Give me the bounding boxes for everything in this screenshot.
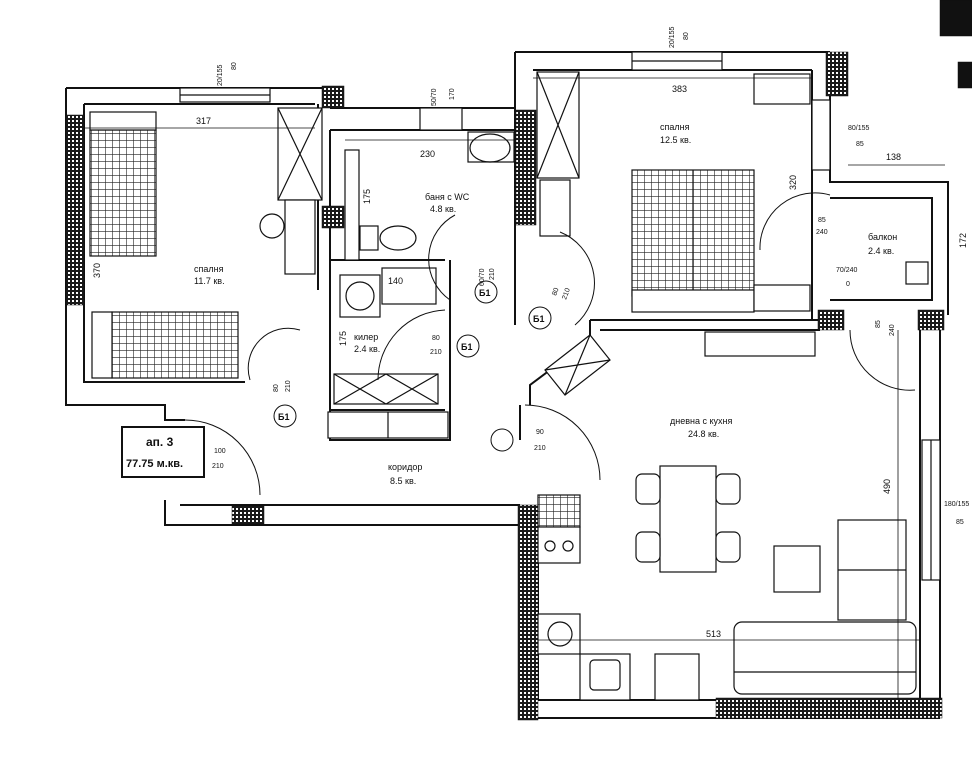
win-bed-left-b: 80: [231, 62, 238, 70]
door-bal-win-b: 0: [846, 281, 850, 288]
dim-490: 490: [882, 479, 892, 494]
win-bath-b: 170: [449, 88, 456, 100]
apartment-badge: ап. 3 77.75 м.кв.: [121, 426, 205, 478]
door-bal-side-a: 85: [875, 320, 882, 328]
bedroom-right-area: 12.5 кв.: [660, 135, 691, 145]
win-bed-right: 20/155: [669, 26, 676, 48]
closet-name: килер: [354, 332, 378, 342]
door-bal-b: 240: [816, 229, 828, 236]
door-entry-a: 100: [214, 448, 226, 455]
living-area: 24.8 кв.: [688, 429, 719, 439]
dim-175-bath: 175: [362, 189, 372, 204]
door-bath-b: 210: [489, 268, 496, 280]
door-bal-side-b: 240: [889, 324, 896, 336]
living-name: дневна с кухня: [670, 416, 732, 426]
win-liv-right: 180/155: [944, 501, 969, 508]
door-tags: [273, 280, 552, 452]
dim-383: 383: [672, 84, 687, 94]
door-living-b: 210: [534, 445, 546, 452]
tag-b1-bed-right: Б1: [533, 314, 544, 324]
apartment-area: 77.75 м.кв.: [126, 458, 183, 470]
win-bed-left: 20/155: [217, 64, 224, 86]
door-bal-a: 85: [818, 217, 826, 224]
door-tag-labels: Б1 Б1 Б1 Б1: [278, 288, 544, 422]
tag-b1-closet: Б1: [461, 342, 472, 352]
door-bed-right-a: 80: [551, 287, 560, 297]
door-bed-left-b: 210: [285, 380, 292, 392]
door-living-a: 90: [536, 429, 544, 436]
door-closet-b: 210: [430, 349, 442, 356]
bedroom-left-name: спалня: [194, 264, 224, 274]
door-closet-a: 80: [432, 335, 440, 342]
dim-370: 370: [92, 263, 102, 278]
dim-320: 320: [788, 175, 798, 190]
dim-140: 140: [388, 276, 403, 286]
windows: [179, 51, 941, 581]
bathroom-name: баня с WC: [425, 192, 470, 202]
dimensions: 317 383 230 175 175 140 370 320 138 172 …: [84, 77, 968, 700]
wall-hatches: [65, 0, 972, 721]
door-swings: [184, 192, 916, 496]
corridor-name: коридор: [388, 462, 422, 472]
window-labels: 20/155 80 50/70 170 20/155 80 80/155 85 …: [217, 26, 969, 526]
corridor-area: 8.5 кв.: [390, 476, 416, 486]
dim-230: 230: [420, 149, 435, 159]
door-bed-right-b: 210: [561, 287, 572, 300]
dim-172: 172: [958, 233, 968, 248]
dim-138: 138: [886, 152, 901, 162]
win-bath: 50/70: [431, 88, 438, 106]
win-liv-right-b: 85: [956, 519, 964, 526]
win-bal-top-b: 85: [856, 141, 864, 148]
room-labels: спалня 11.7 кв. спалня 12.5 кв. баня с W…: [194, 122, 897, 486]
win-bed-right-b: 80: [683, 32, 690, 40]
bedroom-left-area: 11.7 кв.: [194, 276, 225, 286]
tag-b1-bath: Б1: [479, 288, 490, 298]
bathroom-area: 4.8 кв.: [430, 204, 456, 214]
dim-175-closet: 175: [338, 331, 348, 346]
balcony-area: 2.4 кв.: [868, 246, 894, 256]
apartment-number: ап. 3: [146, 435, 174, 449]
door-labels: 100 210 80 210 60/70 210 80 210 80 210 9…: [212, 217, 896, 470]
balcony-name: балкон: [868, 232, 897, 242]
door-bal-win-a: 70/240: [836, 267, 858, 274]
door-bath-a: 60/70: [479, 268, 486, 286]
tag-b1-bed-left: Б1: [278, 412, 289, 422]
dim-317: 317: [196, 116, 211, 126]
furniture: [89, 71, 929, 701]
win-bal-top: 80/155: [848, 125, 870, 132]
bedroom-right-name: спалня: [660, 122, 690, 132]
closet-area: 2.4 кв.: [354, 344, 380, 354]
door-bed-left-a: 80: [273, 384, 280, 392]
dim-513: 513: [706, 629, 721, 639]
door-entry-b: 210: [212, 463, 224, 470]
